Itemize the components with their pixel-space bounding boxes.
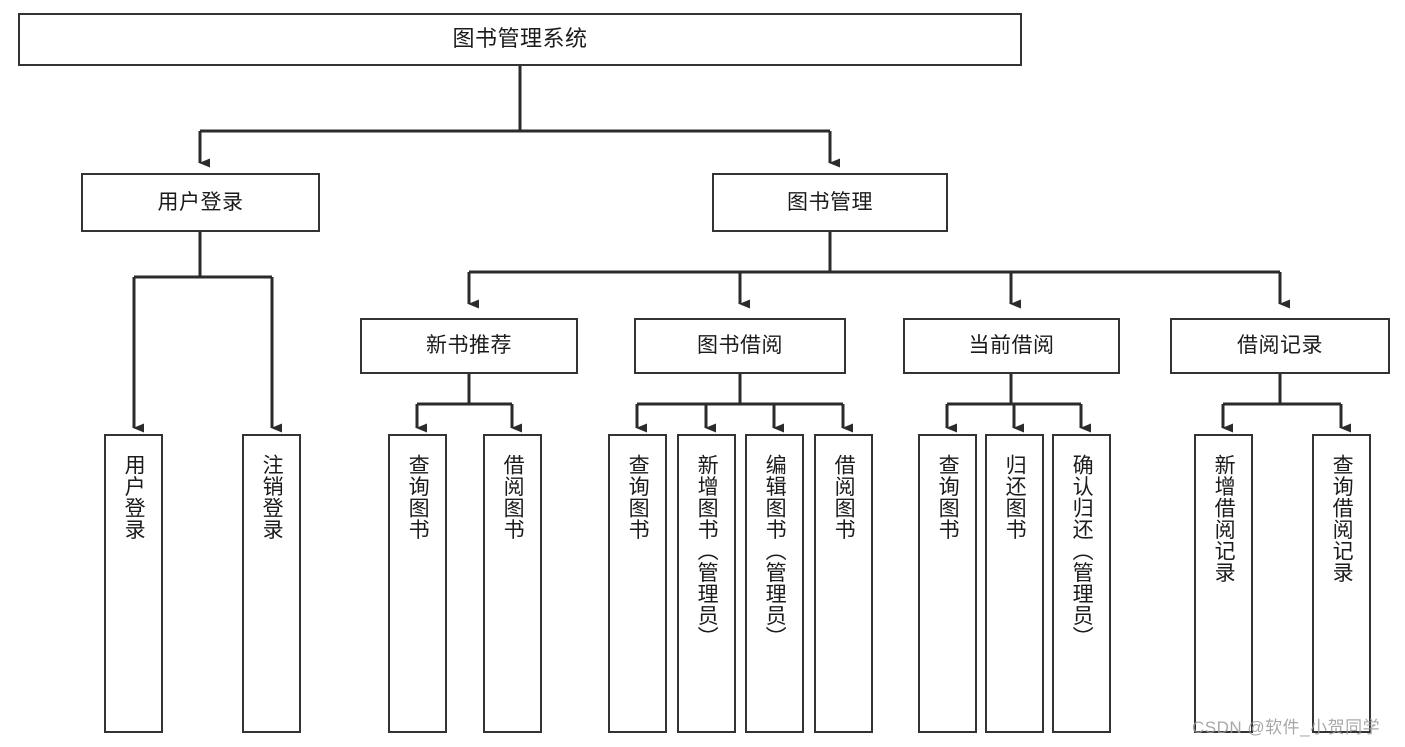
node-leaf-query-book-current[interactable]: 查询图书 [918,434,977,733]
node-label: 图书管理系统 [452,26,588,52]
node-label: 归还图书 [1003,454,1027,540]
node-leaf-add-borrow-record[interactable]: 新增借阅记录 [1194,434,1253,733]
node-leaf-confirm-return-admin[interactable]: 确认归还（管理员） [1052,434,1111,733]
node-root[interactable]: 图书管理系统 [18,13,1022,66]
node-leaf-user-login[interactable]: 用户登录 [104,434,163,733]
node-label: 借阅图书 [832,454,856,540]
node-label: 查询图书 [406,454,430,540]
node-leaf-borrow-book[interactable]: 借阅图书 [814,434,873,733]
node-label: 编辑图书（管理员） [763,454,787,648]
node-leaf-add-book-admin[interactable]: 新增图书（管理员） [677,434,736,733]
node-label: 当前借阅 [968,334,1055,358]
node-label: 借阅图书 [501,454,525,540]
node-label: 用户登录 [157,190,244,214]
node-label: 图书借阅 [697,334,783,358]
node-user-login[interactable]: 用户登录 [81,173,320,232]
node-leaf-borrow-book-recommend[interactable]: 借阅图书 [483,434,542,733]
node-label: 确认归还（管理员） [1070,454,1094,648]
node-label: 查询图书 [626,454,650,540]
node-label: 查询借阅记录 [1330,454,1354,583]
node-leaf-edit-book-admin[interactable]: 编辑图书（管理员） [745,434,804,733]
node-current-borrow[interactable]: 当前借阅 [903,318,1120,374]
node-label: 用户登录 [122,454,146,540]
node-book-borrow[interactable]: 图书借阅 [634,318,846,374]
node-label: 新书推荐 [426,334,512,358]
node-borrow-records[interactable]: 借阅记录 [1170,318,1390,374]
node-label: 注销登录 [260,454,284,540]
node-leaf-query-book-borrow[interactable]: 查询图书 [608,434,667,733]
node-label: 新增图书（管理员） [695,454,719,648]
node-label: 查询图书 [936,454,960,540]
csdn-watermark: CSDN @软件_小贺同学 [1192,718,1381,737]
node-book-management[interactable]: 图书管理 [712,173,948,232]
node-label: 图书管理 [787,190,873,214]
node-leaf-logout[interactable]: 注销登录 [242,434,301,733]
node-leaf-query-book-recommend[interactable]: 查询图书 [388,434,447,733]
node-leaf-return-book[interactable]: 归还图书 [985,434,1044,733]
node-label: 借阅记录 [1237,334,1323,358]
node-label: 新增借阅记录 [1212,454,1236,583]
node-leaf-query-borrow-record[interactable]: 查询借阅记录 [1312,434,1371,733]
node-new-book-recommend[interactable]: 新书推荐 [360,318,578,374]
